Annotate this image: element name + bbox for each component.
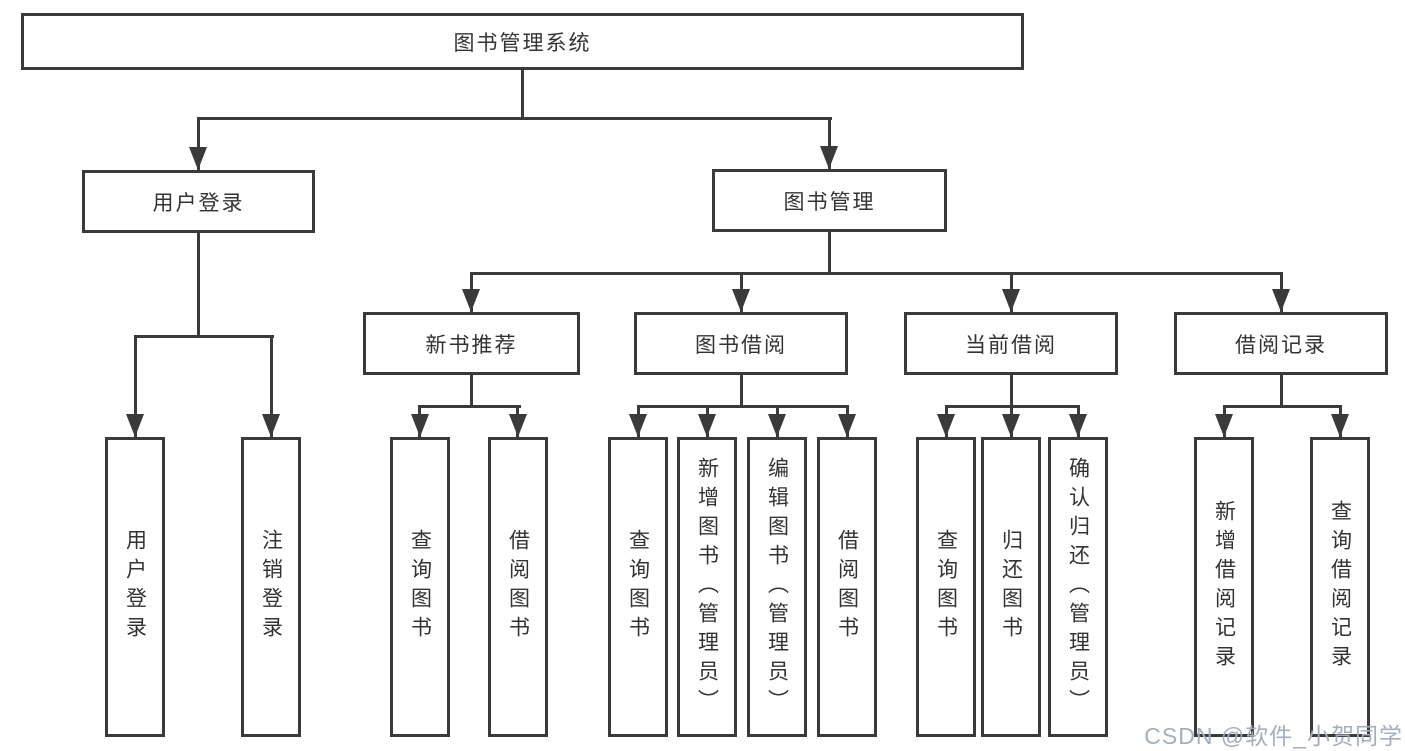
arrow-down-icon [937, 414, 955, 437]
connector-book-borrow-branch [637, 405, 848, 408]
leaf-add-borrow-record: 新增借阅记录 [1194, 437, 1254, 737]
leaf-add-book-admin: 新增图书（管理员） [677, 437, 737, 737]
leaf-confirm-return-admin: 确认归还（管理员） [1048, 437, 1108, 737]
leaf-label: 借阅图书 [835, 529, 859, 645]
arrow-down-icon [732, 289, 750, 312]
node-root-label: 图书管理系统 [453, 31, 592, 55]
leaf-user-login: 用户登录 [105, 437, 165, 737]
leaf-label: 归还图书 [999, 529, 1023, 645]
node-book-borrow: 图书借阅 [634, 312, 848, 375]
leaf-label: 查询图书 [626, 529, 650, 645]
leaf-label: 查询图书 [934, 529, 958, 645]
connector-user-login-branch [134, 335, 274, 338]
arrow-down-icon [509, 414, 527, 437]
leaf-borrow-books-recommend: 借阅图书 [488, 437, 548, 737]
watermark: CSDN @软件_小贺同学 [1144, 723, 1403, 749]
connector-book-management-stem [828, 232, 831, 274]
connector-current-borrow-stem [1010, 375, 1013, 407]
leaf-edit-book-admin: 编辑图书（管理员） [747, 437, 807, 737]
leaf-label: 确认归还（管理员） [1066, 456, 1090, 718]
connector-to-book-management [828, 117, 831, 169]
connector-book-borrow-stem [740, 375, 743, 407]
arrow-down-icon [189, 147, 207, 170]
leaf-label: 新增借阅记录 [1212, 500, 1236, 674]
leaf-query-books-current: 查询图书 [916, 437, 976, 737]
leaf-label: 新增图书（管理员） [695, 456, 719, 718]
leaf-borrow-books: 借阅图书 [817, 437, 877, 737]
connector-new-book-branch [418, 405, 521, 408]
leaf-label: 编辑图书（管理员） [765, 456, 789, 718]
arrow-down-icon [1002, 289, 1020, 312]
arrow-down-icon [768, 414, 786, 437]
node-new-book-recommend: 新书推荐 [363, 312, 580, 375]
leaf-query-books-borrow: 查询图书 [608, 437, 668, 737]
leaf-label: 用户登录 [123, 529, 147, 645]
node-current-borrow: 当前借阅 [904, 312, 1118, 375]
leaf-label: 查询借阅记录 [1328, 500, 1352, 674]
arrow-down-icon [1331, 414, 1349, 437]
arrow-down-icon [1272, 289, 1290, 312]
connector-to-logout-leaf [270, 335, 273, 437]
arrow-down-icon [462, 289, 480, 312]
connector-user-login-stem [197, 233, 200, 336]
connector-borrow-record-branch [1223, 405, 1342, 408]
node-label: 新书推荐 [425, 333, 518, 357]
connector-root-stem [521, 70, 524, 120]
arrow-down-icon [838, 414, 856, 437]
leaf-label: 查询图书 [408, 529, 432, 645]
leaf-query-borrow-record: 查询借阅记录 [1310, 437, 1370, 737]
arrow-down-icon [698, 414, 716, 437]
arrow-down-icon [411, 414, 429, 437]
connector-book-management-branch [470, 272, 1282, 275]
arrow-down-icon [1069, 414, 1087, 437]
arrow-down-icon [1215, 414, 1233, 437]
arrow-down-icon [629, 414, 647, 437]
leaf-query-books-recommend: 查询图书 [390, 437, 450, 737]
node-user-login: 用户登录 [82, 170, 315, 233]
arrow-down-icon [126, 414, 144, 437]
leaf-return-book: 归还图书 [981, 437, 1041, 737]
connector-borrow-record-stem [1280, 375, 1283, 407]
node-label: 当前借阅 [965, 333, 1057, 357]
connector-to-user-login [197, 117, 200, 170]
node-label: 图书借阅 [695, 333, 787, 357]
arrow-down-icon [820, 146, 838, 169]
node-label: 用户登录 [152, 191, 245, 215]
arrow-down-icon [1002, 414, 1020, 437]
node-root: 图书管理系统 [21, 13, 1024, 70]
leaf-label: 注销登录 [259, 529, 283, 645]
connector-new-book-stem [470, 375, 473, 407]
node-label: 借阅记录 [1235, 333, 1327, 357]
node-borrow-record: 借阅记录 [1174, 312, 1388, 375]
arrow-down-icon [262, 414, 280, 437]
node-label: 图书管理 [783, 190, 876, 214]
leaf-logout: 注销登录 [241, 437, 301, 737]
connector-root-branch [197, 117, 832, 120]
node-book-management: 图书管理 [712, 169, 947, 232]
connector-to-login-leaf [134, 335, 137, 437]
leaf-label: 借阅图书 [506, 529, 530, 645]
